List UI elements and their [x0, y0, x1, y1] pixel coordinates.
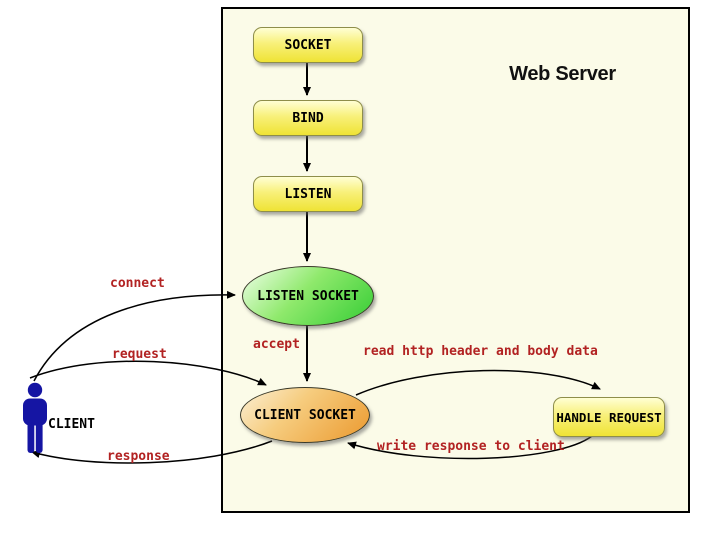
node-client-socket: CLIENT SOCKET — [240, 387, 370, 443]
edge-label-write: write response to client — [377, 439, 565, 454]
arrow-connect — [33, 290, 236, 382]
client-person-icon — [23, 382, 47, 453]
node-listen: LISTEN — [253, 176, 363, 212]
edge-label-connect: connect — [110, 276, 165, 291]
client-label: CLIENT — [48, 417, 95, 432]
node-bind: BIND — [253, 100, 363, 136]
edge-label-read: read http header and body data — [363, 344, 598, 359]
node-socket: SOCKET — [253, 27, 363, 63]
node-listen-socket: LISTEN SOCKET — [242, 266, 374, 326]
edge-label-response: response — [107, 449, 170, 464]
page-title: Web Server — [509, 63, 616, 85]
edge-label-accept: accept — [253, 337, 300, 352]
edge-label-request: request — [112, 347, 167, 362]
node-handle-request: HANDLE REQUEST — [553, 397, 665, 437]
